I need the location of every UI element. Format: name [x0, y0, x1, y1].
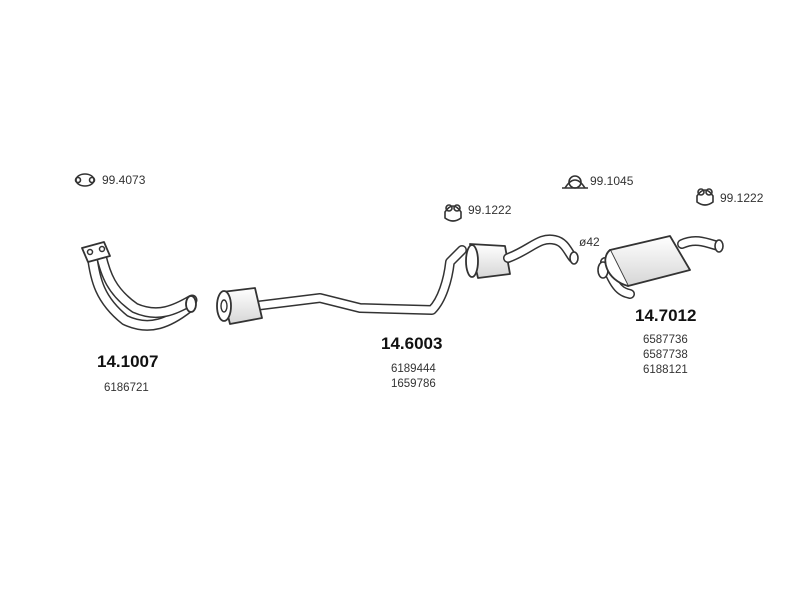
oe-number: 6188121	[643, 364, 688, 376]
rubber-hanger-icon	[696, 188, 714, 206]
oe-number: 6587738	[643, 349, 688, 361]
part-number-rear-silencer: 14.7012	[635, 306, 697, 325]
accessory-code-clamp: 99.1045	[590, 174, 634, 188]
pipe-diameter-label: ø42	[579, 235, 600, 249]
oe-number: 6587736	[643, 334, 688, 346]
accessory-code-clamp: 99.4073	[102, 173, 146, 187]
accessory-code-hanger: 99.1222	[720, 191, 764, 205]
rubber-hanger-icon	[444, 204, 462, 222]
part-number-front-pipe: 14.1007	[97, 352, 159, 371]
front-pipe-drawing	[81, 241, 198, 331]
oe-number: 6189444	[391, 363, 436, 375]
center-silencer-drawing	[216, 234, 579, 325]
oe-number: 6186721	[104, 382, 149, 394]
accessory-code-hanger: 99.1222	[468, 203, 512, 217]
pipe-clamp-icon	[562, 175, 588, 189]
oe-number: 1659786	[391, 378, 436, 390]
rear-silencer-drawing	[597, 235, 724, 299]
part-number-center-silencer: 14.6003	[381, 334, 443, 353]
gasket-clamp-icon	[74, 173, 96, 187]
